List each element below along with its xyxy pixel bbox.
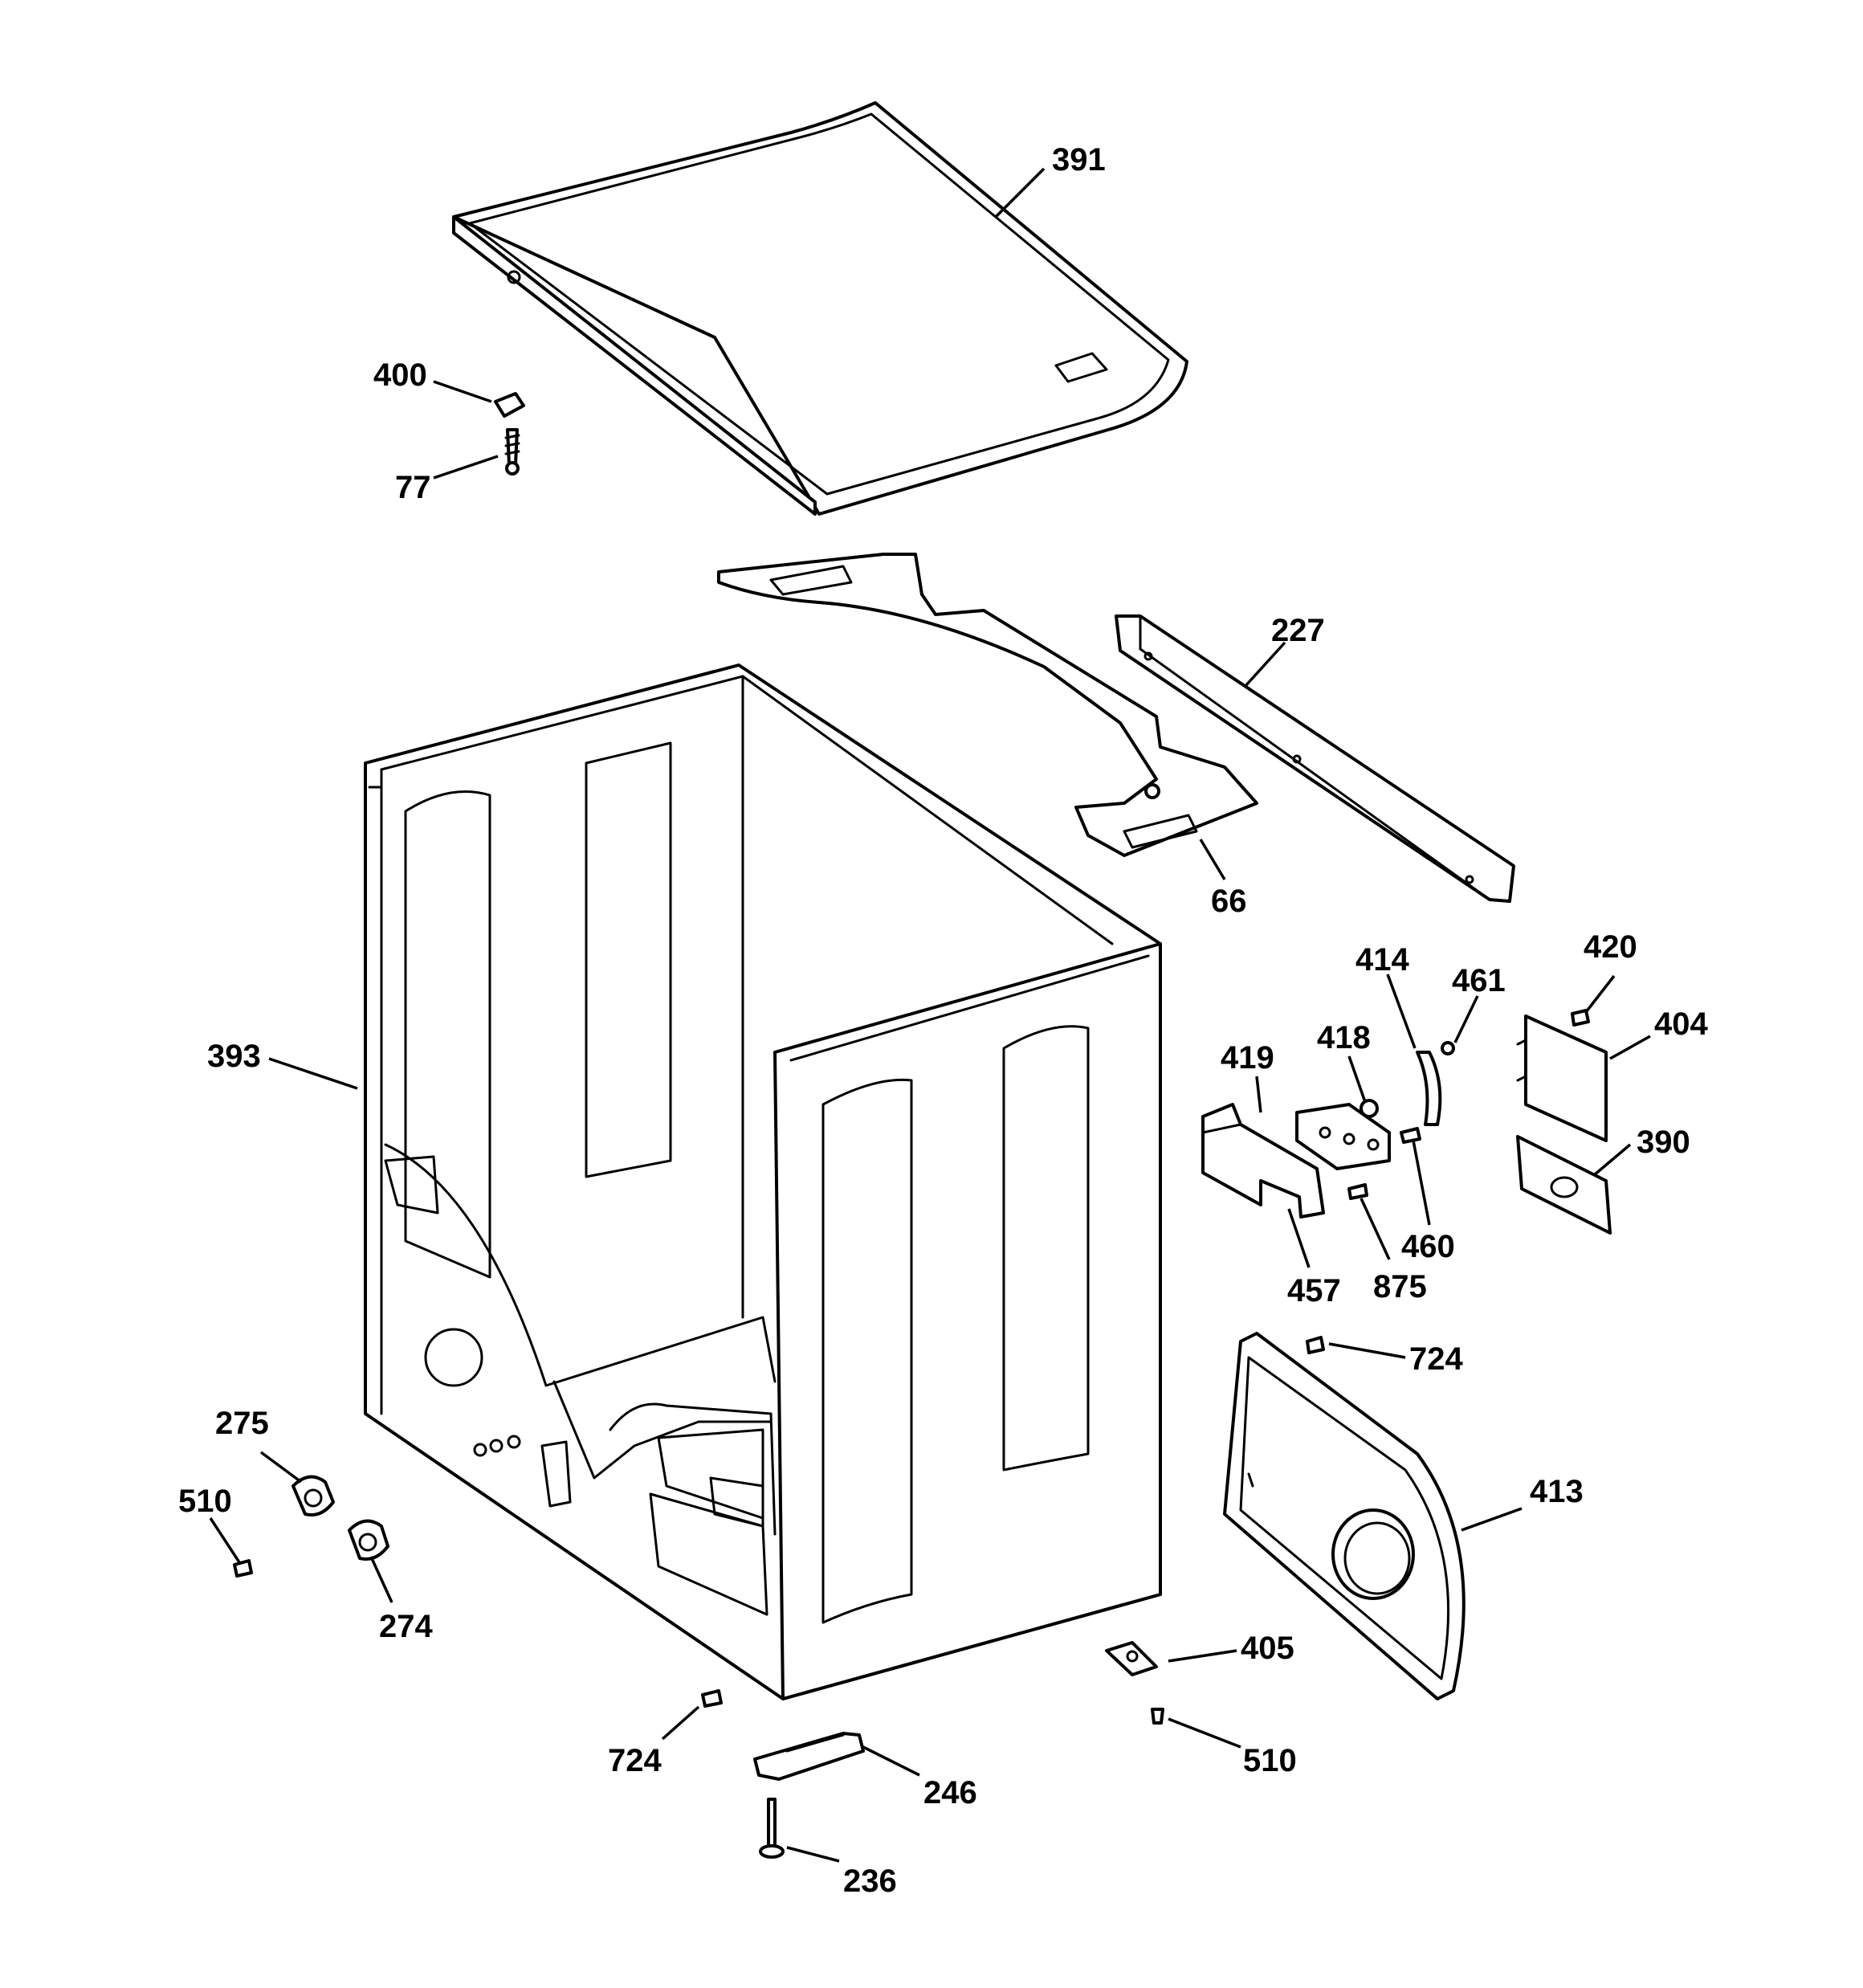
part-66-support-bracket[interactable] <box>717 553 1258 857</box>
callout-77: 77 <box>395 470 431 505</box>
callout-393: 393 <box>207 1039 261 1074</box>
part-390-plate[interactable] <box>1516 1135 1612 1235</box>
callout-724-bottom: 724 <box>608 1743 662 1778</box>
callout-460: 460 <box>1401 1229 1455 1264</box>
part-246-bracket[interactable] <box>753 1732 865 1781</box>
leader-lines <box>209 167 1651 1863</box>
callout-510-bottom: 510 <box>1243 1743 1297 1778</box>
part-236-leveling-leg[interactable] <box>759 1798 785 1859</box>
callout-457: 457 <box>1287 1273 1341 1308</box>
part-510-screw-left[interactable] <box>233 1559 253 1578</box>
part-414-strap[interactable] <box>1416 1051 1442 1126</box>
callout-246: 246 <box>923 1775 977 1810</box>
callout-274: 274 <box>379 1609 433 1644</box>
part-413-rear-panel[interactable] <box>1223 1332 1466 1700</box>
callout-418: 418 <box>1317 1020 1371 1055</box>
callout-461: 461 <box>1452 963 1506 998</box>
part-275-knob[interactable] <box>291 1475 335 1517</box>
part-875-screw[interactable] <box>1347 1183 1368 1200</box>
part-77-screw[interactable] <box>504 428 520 476</box>
callout-labels: 391 400 77 227 66 393 414 420 461 404 41… <box>178 142 1708 1899</box>
callout-404: 404 <box>1654 1006 1708 1042</box>
part-510-screw-bottom[interactable] <box>1151 1708 1164 1725</box>
callout-236: 236 <box>843 1863 897 1899</box>
part-405-bracket[interactable] <box>1105 1641 1158 1676</box>
part-420-screw[interactable] <box>1571 1009 1590 1027</box>
part-419-bracket[interactable] <box>1201 1103 1325 1219</box>
part-404-cover-plate[interactable] <box>1516 1014 1608 1142</box>
callout-414: 414 <box>1355 942 1409 978</box>
part-274-knob[interactable] <box>348 1519 389 1561</box>
callout-875: 875 <box>1373 1269 1427 1304</box>
part-461-screw[interactable] <box>1441 1041 1455 1055</box>
callout-510-left: 510 <box>178 1484 232 1519</box>
callout-413: 413 <box>1530 1474 1584 1509</box>
part-391-top-panel[interactable] <box>452 101 1188 516</box>
callout-227: 227 <box>1271 613 1325 648</box>
part-460-screw[interactable] <box>1400 1127 1421 1144</box>
part-418-terminal-block[interactable] <box>1295 1099 1391 1170</box>
callout-391: 391 <box>1052 142 1106 178</box>
callout-390: 390 <box>1637 1125 1690 1160</box>
part-393-cabinet[interactable] <box>364 663 1162 1700</box>
part-724-screw-right[interactable] <box>1306 1336 1325 1354</box>
callout-420: 420 <box>1584 929 1637 965</box>
callout-419: 419 <box>1221 1040 1274 1076</box>
callout-66: 66 <box>1211 884 1247 919</box>
callout-400: 400 <box>373 357 427 393</box>
part-724-screw-bottom[interactable] <box>701 1689 723 1708</box>
part-227-rail[interactable] <box>1115 614 1515 903</box>
part-400-clip[interactable] <box>494 392 525 418</box>
callout-275: 275 <box>215 1406 269 1441</box>
callout-724-right: 724 <box>1409 1341 1463 1377</box>
callout-405: 405 <box>1241 1631 1294 1666</box>
